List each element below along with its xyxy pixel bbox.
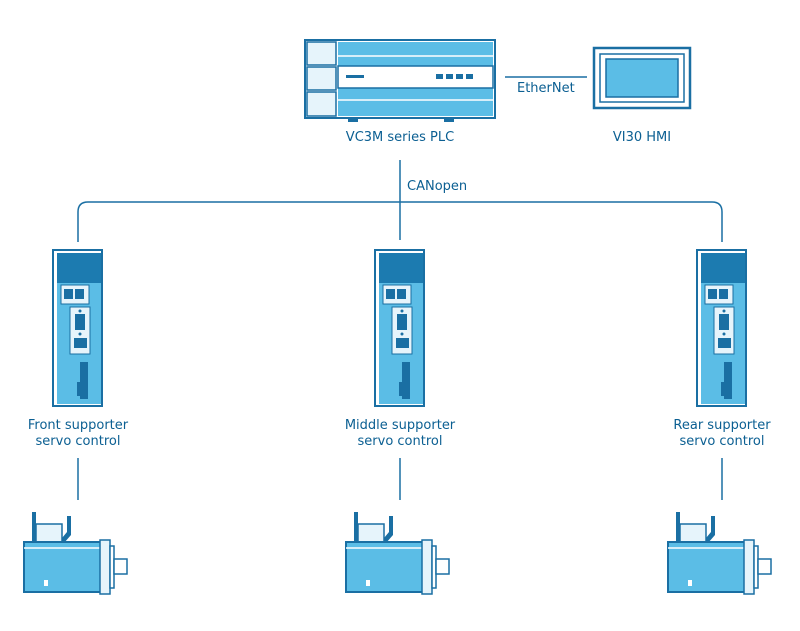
- servo-motor-front: [23, 512, 128, 595]
- middle-servo-label-line1: Middle supporter: [344, 418, 456, 433]
- connection-lines: [77, 76, 723, 500]
- servo-motor-middle: [345, 512, 450, 595]
- front-servo-label-line1: Front supporter: [27, 418, 129, 433]
- plc-device: [304, 39, 496, 122]
- hmi-device: [592, 46, 692, 110]
- canopen-bus-line: [77, 201, 723, 242]
- rear-servo-label-line2: servo control: [679, 434, 765, 449]
- canopen-label: CANopen: [407, 179, 468, 194]
- servo-motor-rear: [667, 512, 772, 595]
- ethernet-label: EtherNet: [517, 81, 575, 96]
- front-servo-label-line2: servo control: [35, 434, 121, 449]
- servo-drive-rear: [696, 249, 747, 407]
- servo-drive-middle: [374, 249, 425, 407]
- plc-label: VC3M series PLC: [345, 130, 455, 145]
- middle-servo-label-line2: servo control: [357, 434, 443, 449]
- rear-servo-label-line1: Rear supporter: [673, 418, 771, 433]
- servo-drive-front: [52, 249, 103, 407]
- hmi-label: VI30 HMI: [612, 130, 672, 145]
